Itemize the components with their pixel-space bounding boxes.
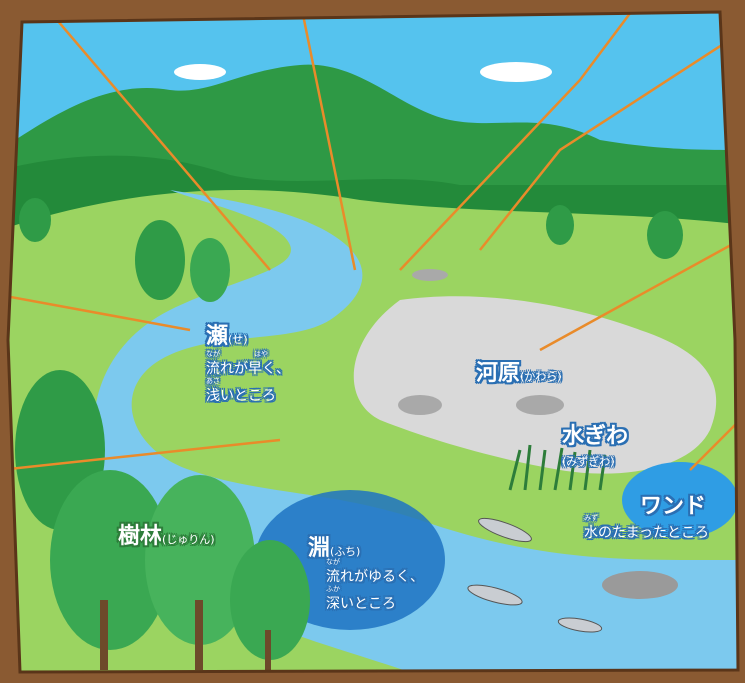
- crack-lines: [8, 12, 738, 472]
- ruby-naga2: なが: [326, 558, 340, 566]
- forest: [15, 198, 683, 672]
- label-fuchi-line2: 深いところ: [326, 596, 396, 612]
- ruby-fuka: ふか: [326, 585, 340, 593]
- label-se-reading: (せ): [228, 333, 248, 346]
- gravel-bank: [353, 296, 717, 474]
- label-fuchi-title: 淵: [308, 536, 331, 561]
- ruby-asa: あさ: [206, 377, 220, 385]
- label-juurin: 樹林(じゅりん): [118, 518, 215, 550]
- label-fuchi-line1: 流れがゆるく、: [326, 569, 424, 585]
- ruby-haya: はや: [254, 350, 268, 358]
- wando-pool: [622, 462, 738, 538]
- label-se: 瀬(せ): [206, 318, 248, 350]
- rock: [412, 269, 448, 281]
- label-fuchi-reading: (ふち): [330, 545, 361, 558]
- label-juurin-reading: (じゅりん): [162, 533, 215, 546]
- ruby-mizu: みず: [584, 514, 598, 522]
- frame-edge: [6, 10, 740, 674]
- cloud: [174, 64, 226, 80]
- label-wando-title: ワンド: [640, 494, 707, 519]
- fish: [467, 517, 603, 633]
- rock: [602, 571, 678, 599]
- label-wando: ワンド: [640, 488, 706, 520]
- label-se-desc: なが 流れが早く、 あさ 浅いところ: [206, 350, 290, 404]
- rock: [398, 395, 442, 415]
- label-wando-desc: みず 水のたまったところ: [584, 514, 709, 541]
- label-fuchi-desc: なが 流れがゆるく、 ふか 深いところ: [326, 558, 424, 612]
- label-mizugiwa-title: 水ぎわ: [562, 424, 629, 449]
- label-mizugiwa: 水ぎわ (みずぎわ): [562, 418, 628, 469]
- label-mizugiwa-reading: (みずぎわ): [562, 455, 615, 468]
- label-se-line2: 浅いところ: [206, 388, 276, 404]
- label-kawara: 河原(かわら): [476, 355, 562, 387]
- label-se-line1: 流れが早く、: [206, 361, 290, 377]
- label-kawara-title: 河原: [476, 361, 521, 386]
- label-fuchi: 淵(ふち): [308, 530, 360, 562]
- reeds: [508, 444, 607, 491]
- label-kawara-reading: (かわら): [520, 370, 562, 383]
- rock: [516, 395, 564, 415]
- label-wando-text: 水のたまったところ: [584, 525, 710, 541]
- cloud: [480, 62, 552, 82]
- label-juurin-title: 樹林: [118, 524, 163, 549]
- label-se-title: 瀬: [206, 324, 229, 349]
- ruby-naga: なが: [206, 350, 220, 358]
